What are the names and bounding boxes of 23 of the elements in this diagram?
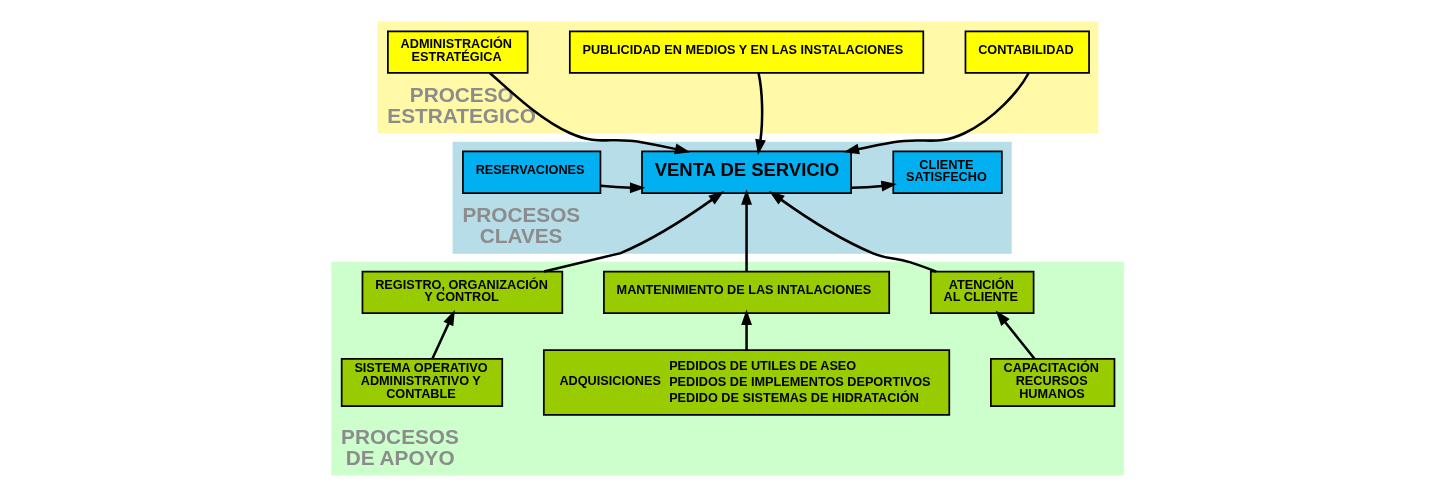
arrow [741,309,752,351]
arrow [995,310,1036,360]
node-box: ATENCIÓN AL CLIENTE [929,270,1035,315]
node-box: VENTA DE SERVICIO [641,150,852,194]
arrow [600,182,646,194]
node-box: REGISTRO, ORGANIZACIÓN Y CONTROL [361,270,564,315]
node-box: PUBLICIDAD EN MEDIOS Y EN LAS INSTALACIONES [568,30,925,74]
node-box: CONTABILIDAD [964,30,1090,74]
arrow [741,189,752,272]
node-box: SISTEMA OPERATIVO ADMINISTRATIVO Y CONTABLE [340,357,504,408]
arrow [843,72,1030,155]
arrow [489,72,691,155]
node-box: CLIENTE SATISFECHO [892,150,1003,194]
arrow [851,180,897,192]
arrow [755,72,766,155]
node-box: CAPACITACIÓN RECURSOS HUMANOS [990,357,1116,408]
node-box: MANTENIMIENTO DE LAS INTALACIONES [603,270,891,315]
arrow [431,309,455,360]
arrow [769,190,937,273]
node-box: ADMINISTRACIÓN ESTRATÉGICA [387,30,529,74]
node-box: ADQUISICIONES PEDIDOS DE UTILES DE ASEO PEDIDOS DE IMPLEMENTOS DEPORTIVOS PEDIDO DE SISTEMAS DE HIDRATACIÓN [542,349,951,416]
arrow [543,190,725,273]
node-box: RESERVACIONES [462,150,602,194]
